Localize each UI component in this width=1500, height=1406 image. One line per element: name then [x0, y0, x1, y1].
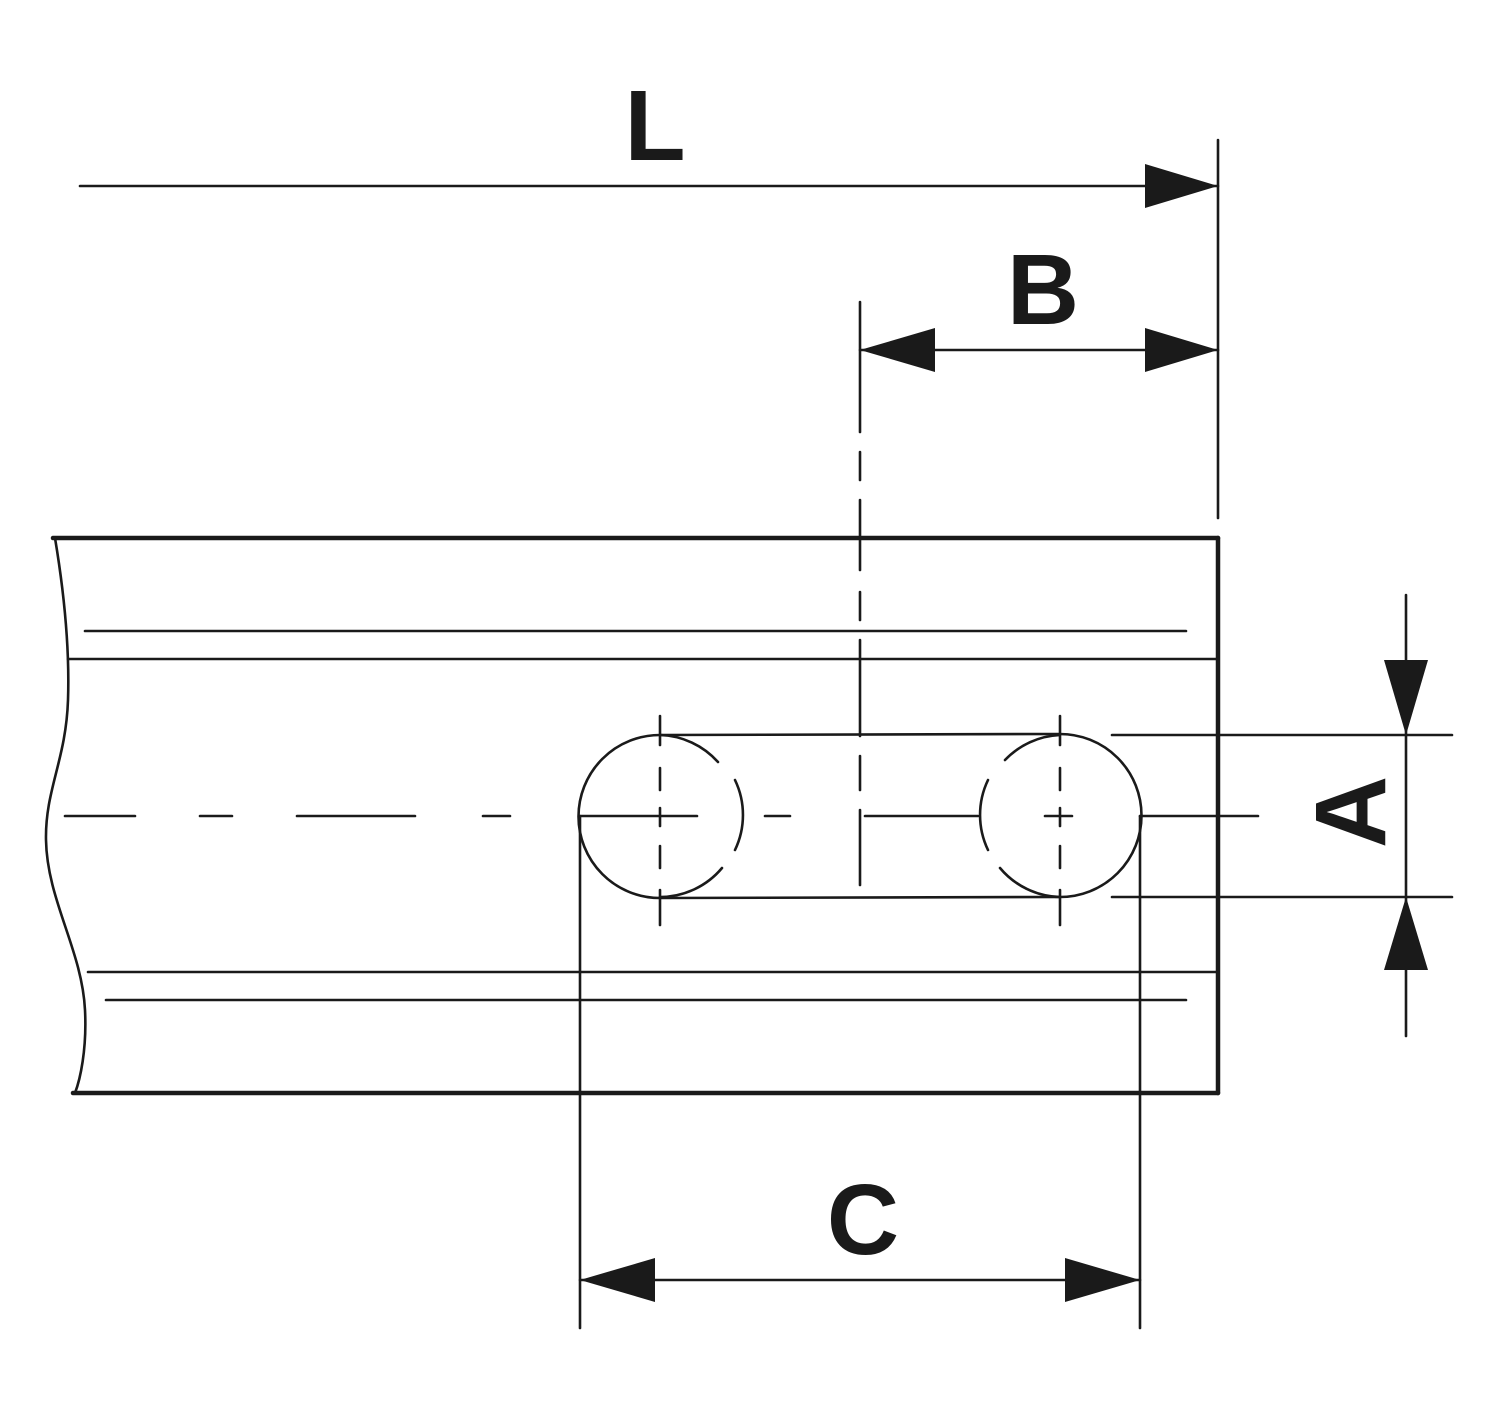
dimension-L: L: [78, 70, 1220, 520]
dimension-C: C: [578, 814, 1142, 1330]
slot: [577, 714, 1143, 927]
label-C: C: [827, 1164, 899, 1276]
label-A: A: [1295, 776, 1407, 848]
label-L: L: [624, 70, 685, 182]
dimension-B: B: [858, 234, 1220, 372]
label-B: B: [1007, 234, 1079, 346]
dimension-A: A: [1110, 593, 1454, 1038]
